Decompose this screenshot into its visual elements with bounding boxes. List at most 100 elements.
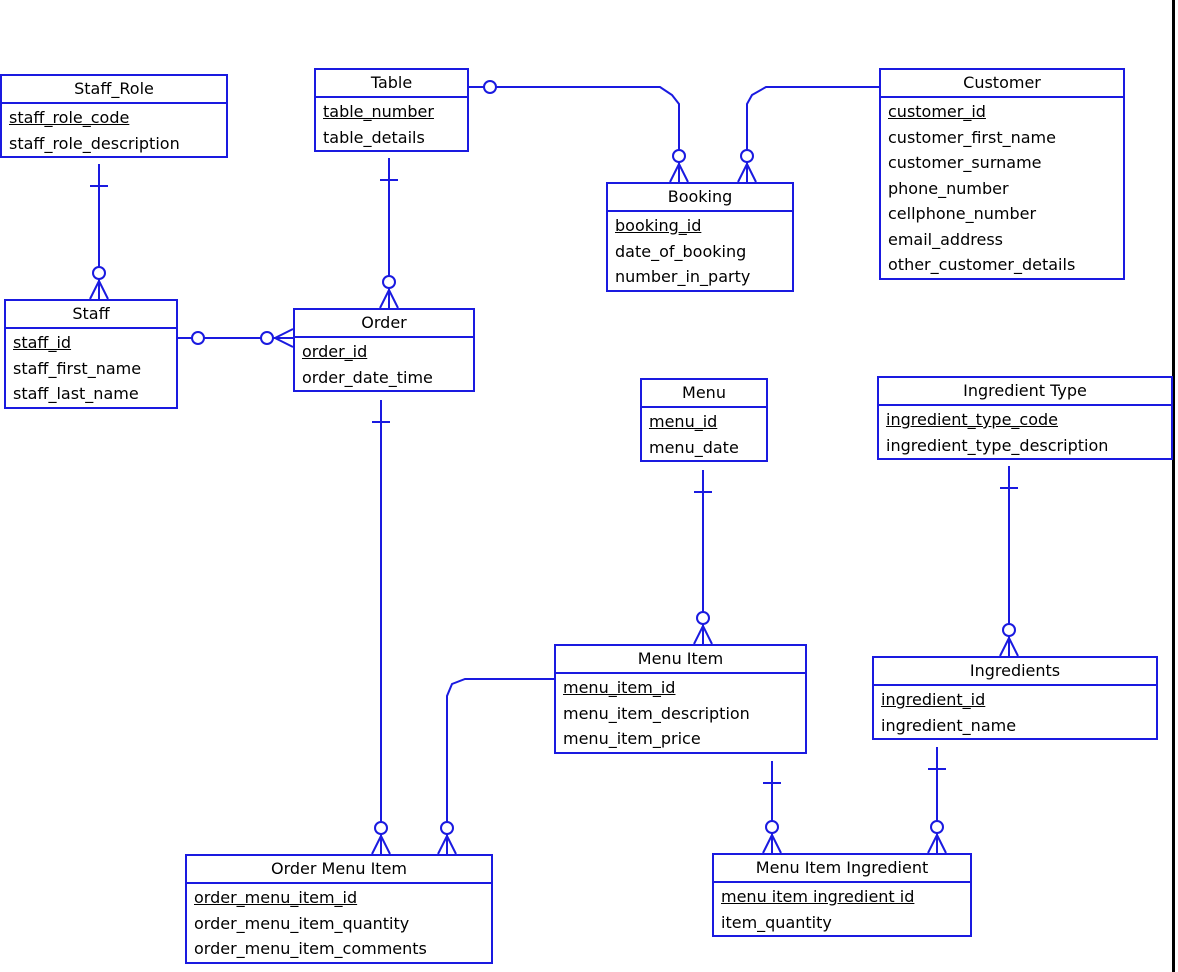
- relationship-ingredient-type-to-ingredients[interactable]: [999, 466, 1019, 657]
- cardinality-many-crowsfoot: [762, 834, 782, 854]
- cardinality-zero-circle: [191, 331, 205, 345]
- primary-key-attribute: customer_id: [888, 102, 986, 121]
- entity-title: Staff_Role: [2, 76, 226, 104]
- attribute: ingredient_type_description: [886, 435, 1109, 455]
- cardinality-many-crowsfoot: [737, 163, 757, 183]
- entity-ingredients[interactable]: Ingredients ingredient_id ingredient_name: [872, 656, 1158, 740]
- attribute: ingredient_name: [881, 715, 1017, 735]
- cardinality-zero-circle: [382, 275, 396, 289]
- entity-attributes: ingredient_type_code ingredient_type_desc…: [879, 406, 1171, 458]
- attribute: customer_first_name: [888, 127, 1056, 147]
- cardinality-zero-circle: [440, 821, 454, 835]
- primary-key-attribute: staff_id: [13, 333, 72, 352]
- cardinality-many-crowsfoot: [927, 834, 947, 854]
- cardinality-zero-circle: [765, 820, 779, 834]
- entity-table[interactable]: Table table_number table_details: [314, 68, 469, 152]
- attribute: phone_number: [888, 178, 1009, 198]
- entity-title: Order Menu Item: [187, 856, 491, 884]
- primary-key-attribute: menu item ingredient id: [721, 887, 915, 906]
- relationship-menu-item-to-menu-item-ingredient[interactable]: [762, 761, 782, 854]
- primary-key-attribute: ingredient_type_code: [886, 410, 1058, 429]
- entity-attributes: customer_id customer_first_name customer_s…: [881, 98, 1123, 278]
- attribute: number_in_party: [615, 267, 751, 286]
- relationship-menu-item-to-order-menu-item[interactable]: [437, 670, 577, 855]
- entity-title: Menu: [642, 380, 766, 408]
- entity-order[interactable]: Order order_id order_date_time: [293, 308, 475, 392]
- entity-title: Customer: [881, 70, 1123, 98]
- cardinality-many-crowsfoot: [89, 280, 109, 300]
- attribute: table_details: [323, 127, 425, 147]
- entity-attributes: menu_id menu_date: [642, 408, 766, 460]
- entity-attributes: order_id order_date_time: [295, 338, 473, 390]
- entity-attributes: menu_item_id menu_item_description menu_it…: [556, 674, 805, 752]
- entity-attributes: menu item ingredient id item_quantity: [714, 883, 970, 935]
- cardinality-many-crowsfoot: [669, 163, 689, 183]
- entity-menu[interactable]: Menu menu_id menu_date: [640, 378, 768, 462]
- attribute: order_date_time: [302, 367, 433, 387]
- relationship-menu-to-menu-item[interactable]: [693, 470, 713, 645]
- relationship-ingredients-to-menu-item-ingredient[interactable]: [927, 747, 947, 854]
- entity-title: Menu Item Ingredient: [714, 855, 970, 883]
- primary-key-attribute: menu_id: [649, 412, 718, 431]
- entity-title: Ingredient Type: [879, 378, 1171, 406]
- entity-attributes: staff_id staff_first_name staff_last_name: [6, 329, 176, 407]
- cardinality-many-crowsfoot: [999, 637, 1019, 657]
- attribute: item_quantity: [721, 912, 832, 932]
- cardinality-zero-circle: [672, 149, 686, 163]
- cardinality-many-crowsfoot: [274, 328, 294, 348]
- attribute: menu_item_price: [563, 729, 701, 748]
- attribute: menu_date: [649, 437, 739, 457]
- attribute: cellphone_number: [888, 204, 1037, 223]
- cardinality-many-crowsfoot: [437, 835, 457, 855]
- relationship-line: [446, 678, 554, 854]
- cardinality-zero-circle: [1002, 623, 1016, 637]
- entity-staff[interactable]: Staff staff_id staff_first_name staff_last_…: [4, 299, 178, 409]
- relationship-staff-to-order[interactable]: [178, 328, 294, 348]
- entity-title: Booking: [608, 184, 792, 212]
- attribute: order_menu_item_comments: [194, 939, 427, 958]
- entity-title: Staff: [6, 301, 176, 329]
- primary-key-attribute: table_number: [323, 102, 434, 121]
- cardinality-many-crowsfoot: [371, 835, 391, 855]
- primary-key-attribute: ingredient_id: [881, 690, 986, 709]
- entity-booking[interactable]: Booking booking_id date_of_booking number_i…: [606, 182, 794, 292]
- cardinality-many-crowsfoot: [693, 625, 713, 645]
- attribute: customer_surname: [888, 153, 1042, 172]
- relationship-order-to-order-menu-item[interactable]: [371, 400, 391, 855]
- entity-title: Order: [295, 310, 473, 338]
- primary-key-attribute: staff_role_code: [9, 108, 130, 127]
- cardinality-many-crowsfoot: [379, 289, 399, 309]
- primary-key-attribute: menu_item_id: [563, 678, 676, 697]
- relationship-table-to-booking[interactable]: [469, 80, 689, 183]
- attribute: staff_first_name: [13, 358, 142, 378]
- attribute: date_of_booking: [615, 241, 747, 261]
- cardinality-zero-circle: [930, 820, 944, 834]
- cardinality-zero-circle: [740, 149, 754, 163]
- primary-key-attribute: booking_id: [615, 216, 702, 235]
- relationship-staff-role-to-staff[interactable]: [89, 164, 109, 300]
- entity-attributes: table_number table_details: [316, 98, 467, 150]
- entity-title: Ingredients: [874, 658, 1156, 686]
- cardinality-zero-circle: [260, 331, 274, 345]
- entity-title: Table: [316, 70, 467, 98]
- primary-key-attribute: order_id: [302, 342, 368, 361]
- relationship-customer-to-booking[interactable]: [737, 78, 902, 183]
- attribute: email_address: [888, 229, 1003, 249]
- relationship-line: [469, 86, 680, 182]
- cardinality-zero-circle: [374, 821, 388, 835]
- relationship-line: [746, 86, 879, 182]
- attribute: menu_item_description: [563, 703, 750, 723]
- relationship-table-to-order[interactable]: [379, 158, 399, 309]
- attribute: staff_last_name: [13, 384, 139, 403]
- cardinality-zero-circle: [696, 611, 710, 625]
